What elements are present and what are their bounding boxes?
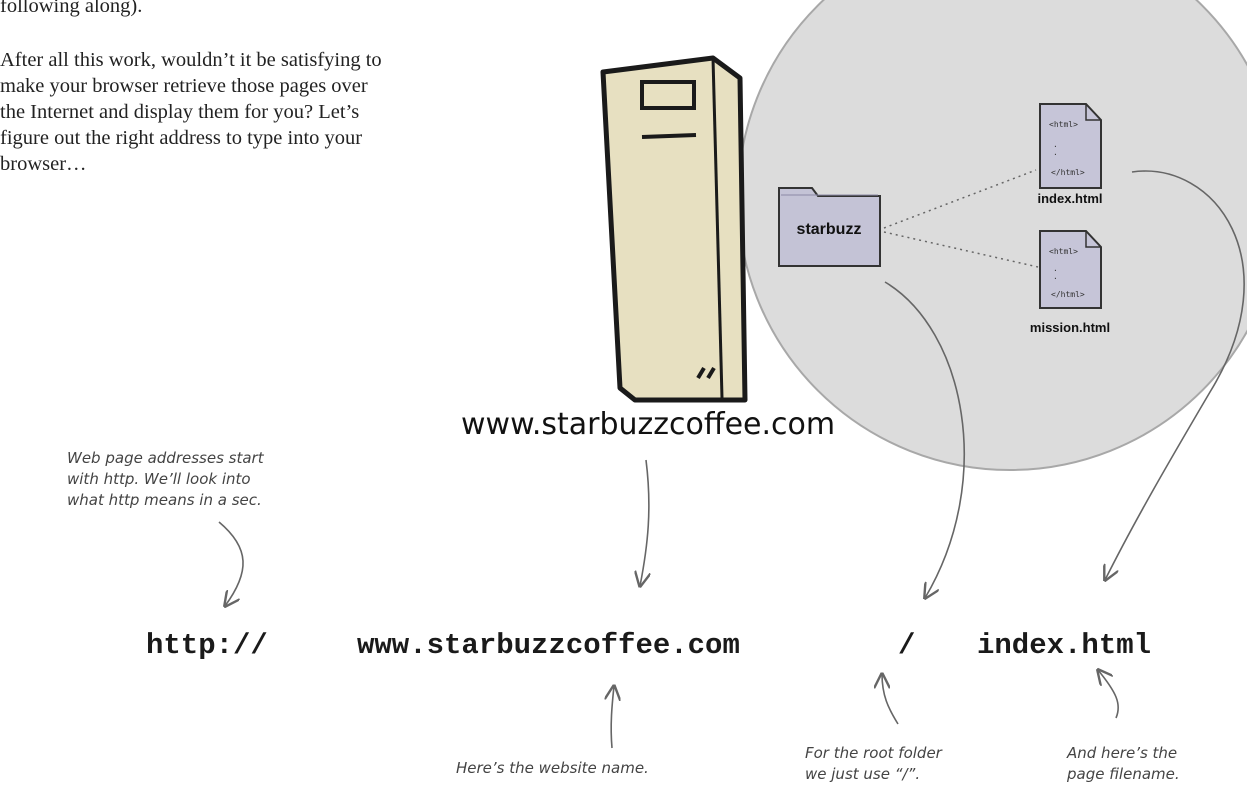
- file-dots: .: [1053, 148, 1058, 157]
- file-icon-mission: <html> . . </html>: [1040, 231, 1101, 308]
- file-label-index: index.html: [1037, 191, 1102, 206]
- url-scheme: http://: [146, 629, 268, 662]
- website-note-arrow: [611, 686, 614, 748]
- url-host: www.starbuzzcoffee.com: [357, 629, 740, 662]
- file-dots: .: [1053, 272, 1058, 281]
- html-close-tag: </html>: [1051, 168, 1085, 177]
- root-folder-annotation: For the root folder we just use “/”.: [805, 744, 947, 783]
- http-arrow: [219, 522, 243, 606]
- website-name-annotation: Here’s the website name.: [456, 759, 649, 777]
- page-filename-annotation: And here’s the page filename.: [1066, 744, 1182, 783]
- file-icon-index: <html> . . </html>: [1040, 104, 1101, 188]
- server-icon: [603, 58, 745, 400]
- folder-label: starbuzz: [797, 221, 862, 238]
- root-note-arrow: [882, 674, 898, 724]
- html-open-tag: <html>: [1049, 120, 1078, 129]
- file-label-mission: mission.html: [1030, 320, 1110, 335]
- server-domain-label: www.starbuzzcoffee.com: [461, 407, 835, 442]
- html-open-tag: <html>: [1049, 247, 1078, 256]
- domain-arrow: [640, 460, 649, 586]
- url-slash: /: [898, 629, 915, 662]
- html-close-tag: </html>: [1051, 290, 1085, 299]
- http-annotation: Web page addresses start with http. We’l…: [67, 449, 268, 509]
- url-file: index.html: [977, 629, 1151, 662]
- page-note-arrow: [1098, 670, 1118, 718]
